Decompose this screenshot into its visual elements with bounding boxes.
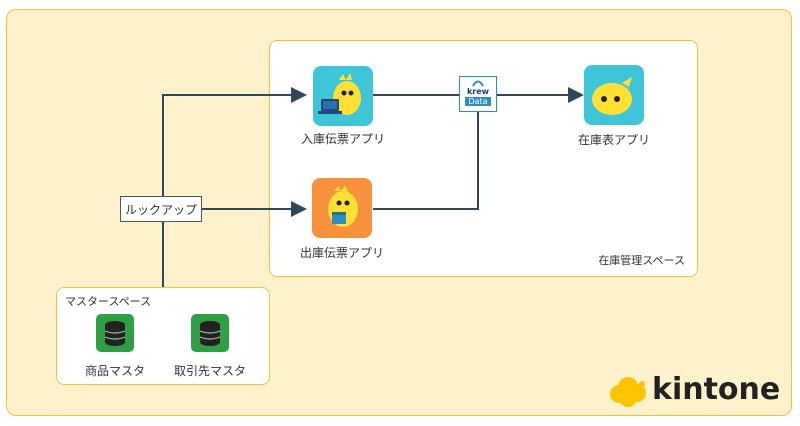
shohin-master-icon[interactable]	[96, 314, 134, 352]
shohin-master-label: 商品マスタ	[84, 364, 145, 378]
mascot-laptop-icon	[318, 73, 361, 115]
mascot-face-icon	[592, 77, 632, 115]
master-space-label: マスタースペース	[65, 295, 152, 308]
torihikisaki-master-label: 取引先マスタ	[173, 364, 246, 378]
shukko-to-krew-line	[373, 112, 479, 210]
inventory-space-label: 在庫管理スペース	[598, 254, 685, 267]
kintone-cloud-icon	[610, 377, 646, 407]
lookup-node[interactable]: ルックアップ	[120, 196, 202, 222]
shukko-app-icon[interactable]	[312, 178, 372, 238]
master-space: マスタースペース	[56, 287, 270, 385]
nyuko-app-label: 入庫伝票アプリ	[300, 132, 385, 146]
zaikohyo-app-icon[interactable]	[584, 65, 644, 125]
database-icon	[104, 321, 126, 346]
krewdata-node[interactable]: krew Data	[459, 76, 497, 112]
kintone-logo: kintone	[606, 372, 780, 410]
database-icon	[199, 321, 221, 346]
krew-logo-icon	[472, 80, 484, 87]
shukko-app-label: 出庫伝票アプリ	[299, 246, 384, 260]
kintone-wordmark: kintone	[652, 372, 781, 407]
nyuko-app-icon[interactable]	[313, 66, 373, 126]
lookup-to-nyuko-line	[162, 87, 307, 196]
zaikohyo-app-label: 在庫表アプリ	[577, 133, 650, 147]
krewdata-top-text: krew	[466, 87, 490, 96]
krewdata-bottom-text: Data	[465, 97, 491, 106]
lookup-label: ルックアップ	[124, 202, 197, 217]
mascot-box-icon	[328, 185, 358, 227]
torihikisaki-master-icon[interactable]	[191, 314, 229, 352]
